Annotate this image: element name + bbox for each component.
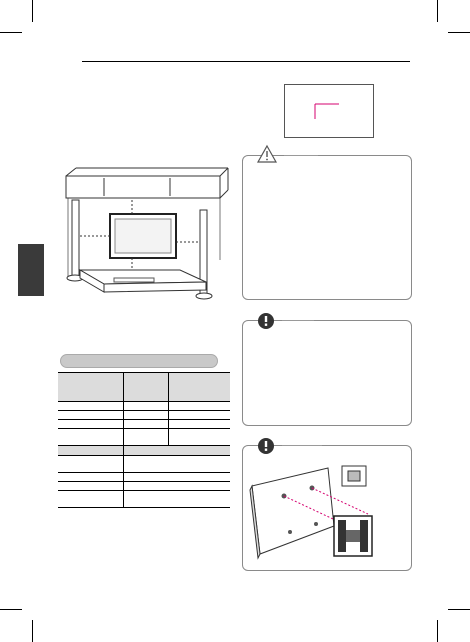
table-cell	[58, 410, 124, 420]
table-cell	[58, 419, 124, 429]
table-cell	[123, 410, 169, 420]
table-cell	[167, 401, 230, 411]
crop-mark-tl-v	[32, 0, 33, 22]
spec-header-cell	[167, 372, 230, 402]
table-row	[58, 472, 230, 482]
table-cell	[167, 410, 230, 420]
table-subheader-row	[58, 445, 230, 456]
exclamation-circle-icon	[258, 313, 274, 329]
table-row	[58, 428, 230, 446]
table-cell	[123, 472, 230, 482]
table-cell	[123, 455, 230, 473]
note-title-rule	[282, 320, 314, 321]
spec-heading-pill	[60, 354, 218, 368]
crop-mark-tr-h	[448, 32, 470, 33]
table-cell	[123, 428, 169, 446]
crop-mark-tl-h	[0, 32, 22, 33]
table-cell	[167, 428, 230, 446]
table-cell	[123, 401, 169, 411]
table-row	[58, 410, 230, 420]
table-cell	[58, 445, 124, 456]
table-row	[58, 419, 230, 429]
table-cell	[58, 455, 124, 473]
note-title-rule	[282, 445, 322, 446]
warning-triangle-icon	[256, 144, 278, 163]
table-row	[58, 401, 230, 411]
crop-mark-br-h	[448, 609, 470, 610]
table-cell	[123, 490, 230, 508]
table-cell	[58, 472, 124, 482]
table-cell	[58, 481, 124, 491]
table-cell	[123, 481, 230, 491]
crop-mark-br-v	[437, 620, 438, 642]
exclamation-circle-icon	[258, 438, 274, 454]
table-cell	[167, 419, 230, 429]
spec-header-cell	[58, 372, 124, 402]
crop-mark-tr-v	[437, 0, 438, 22]
spec-table	[58, 372, 230, 508]
table-row	[58, 481, 230, 491]
tv-installation-illustration	[65, 167, 229, 300]
spec-header-cell	[123, 372, 169, 402]
header-rule	[82, 61, 410, 62]
table-cell	[123, 445, 230, 456]
spacing-marker-icon	[314, 103, 339, 119]
wall-mount-illustration	[249, 465, 373, 560]
table-cell	[58, 490, 124, 508]
note-box	[242, 320, 412, 426]
crop-mark-bl-v	[32, 620, 33, 642]
mount-spacing-diagram	[284, 84, 374, 138]
caution-title-rule	[284, 155, 318, 156]
crop-mark-bl-h	[0, 609, 22, 610]
table-cell	[123, 419, 169, 429]
table-cell	[58, 428, 124, 446]
chapter-tab	[18, 244, 44, 296]
table-cell	[58, 401, 124, 411]
table-row	[58, 490, 230, 508]
table-row	[58, 455, 230, 473]
caution-box	[242, 155, 412, 300]
